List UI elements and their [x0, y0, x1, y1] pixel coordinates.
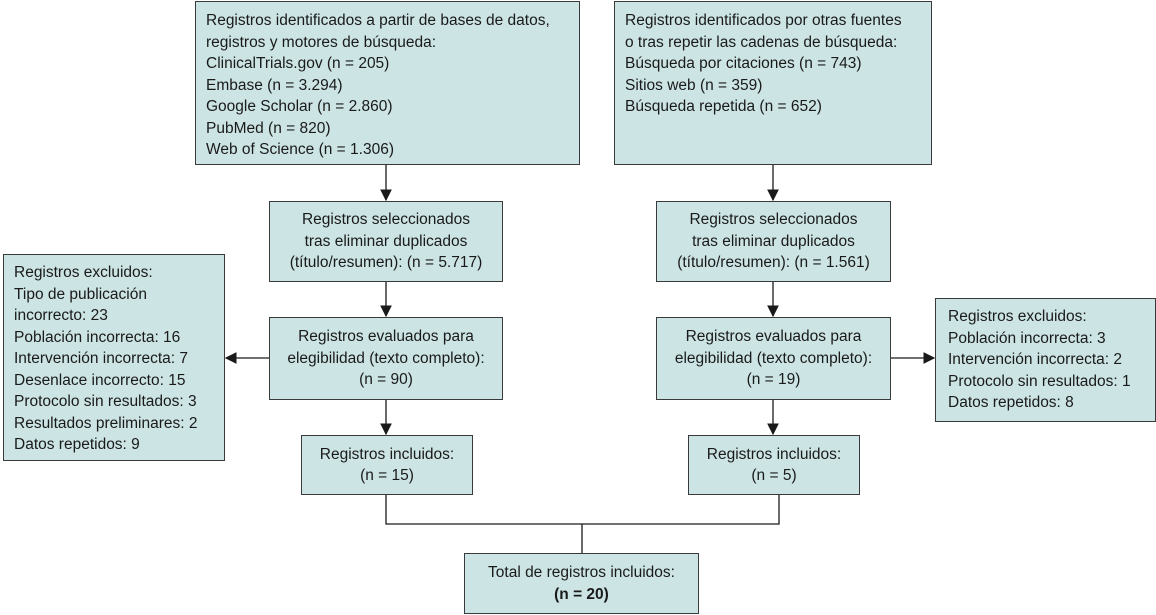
box-line: Registros seleccionados [689, 211, 858, 229]
right-identified-box: Registros identificados por otras fuente… [614, 1, 932, 165]
box-line: (título/resumen): (n = 1.561) [677, 254, 870, 272]
box-line: Registros identificados por otras fuente… [625, 12, 902, 29]
left-included-box: Registros incluidos: (n = 15) [301, 435, 473, 495]
box-line: Búsqueda por citaciones (n = 743) [625, 55, 862, 72]
box-line: registros y motores de búsqueda: [206, 33, 437, 51]
box-line: incorrecto: 23 [14, 307, 108, 324]
box-line: Embase (n = 3.294) [206, 76, 343, 94]
total-included-box: Total de registros incluidos: (n = 20) [464, 553, 699, 614]
box-line: ClinicalTrials.gov (n = 205) [206, 55, 390, 72]
box-line: Registros incluidos: [706, 445, 842, 463]
box-line: Registros seleccionados [301, 211, 470, 229]
box-line: Desenlace incorrecto: 15 [14, 371, 186, 389]
box-line: Registros incluidos: [319, 445, 455, 463]
box-line: (título/resumen): (n = 5.717) [289, 254, 483, 272]
box-line: Registros evaluados para [298, 328, 474, 346]
box-line: (n = 15) [360, 467, 414, 484]
box-line: elegibilidad (texto completo): [287, 349, 485, 367]
box-line: Registros excluidos: [948, 308, 1087, 325]
box-line: Población incorrecta: 16 [14, 328, 181, 346]
box-line: elegibilidad (texto completo): [674, 349, 873, 367]
box-line: Protocolo sin resultados: 1 [948, 372, 1131, 390]
right-included-box: Registros incluidos: (n = 5) [688, 435, 860, 495]
box-line: Intervención incorrecta: 7 [14, 350, 189, 367]
box-line: Datos repetidos: 8 [948, 394, 1074, 411]
box-line: Web of Science (n = 1.306) [206, 141, 394, 158]
box-line: Resultados preliminares: 2 [14, 414, 198, 432]
box-line: tras eliminar duplicados [692, 232, 855, 250]
left-identified-box: Registros identificados a partir de base… [195, 1, 580, 165]
left-excluded-box: Registros excluidos: Tipo de publicación… [3, 254, 225, 461]
box-line: Protocolo sin resultados: 3 [14, 393, 197, 410]
merge-connector [385, 494, 780, 525]
box-line: Registros evaluados para [685, 328, 862, 346]
right-excluded-box: Registros excluidos: Población incorrect… [935, 298, 1156, 422]
total-count: (n = 20) [554, 585, 609, 603]
box-line: o tras repetir las cadenas de búsqueda: [625, 33, 898, 51]
box-line: (n = 19) [746, 371, 801, 389]
box-line: PubMed (n = 820) [206, 119, 331, 137]
right-screened-box: Registros seleccionados tras eliminar du… [656, 201, 891, 282]
left-screened-box: Registros seleccionados tras eliminar du… [269, 201, 503, 282]
box-line: Datos repetidos: 9 [14, 436, 140, 453]
box-line: (n = 90) [359, 371, 413, 389]
box-line: Registros excluidos: [14, 264, 153, 281]
left-assessed-box: Registros evaluados para elegibilidad (t… [269, 317, 503, 400]
box-line: (n = 5) [751, 467, 797, 484]
box-line: Registros identificados a partir de base… [206, 12, 550, 29]
box-line: Población incorrecta: 3 [948, 329, 1106, 347]
box-line: Google Scholar (n = 2.860) [206, 98, 393, 115]
box-line: tras eliminar duplicados [304, 232, 468, 250]
box-line: Tipo de publicación [14, 285, 147, 303]
box-line: Total de registros incluidos: [488, 564, 675, 581]
right-assessed-box: Registros evaluados para elegibilidad (t… [656, 317, 891, 400]
box-line: Intervención incorrecta: 2 [948, 351, 1123, 368]
box-line: Sitios web (n = 359) [625, 76, 763, 94]
box-line: Búsqueda repetida (n = 652) [625, 98, 822, 115]
